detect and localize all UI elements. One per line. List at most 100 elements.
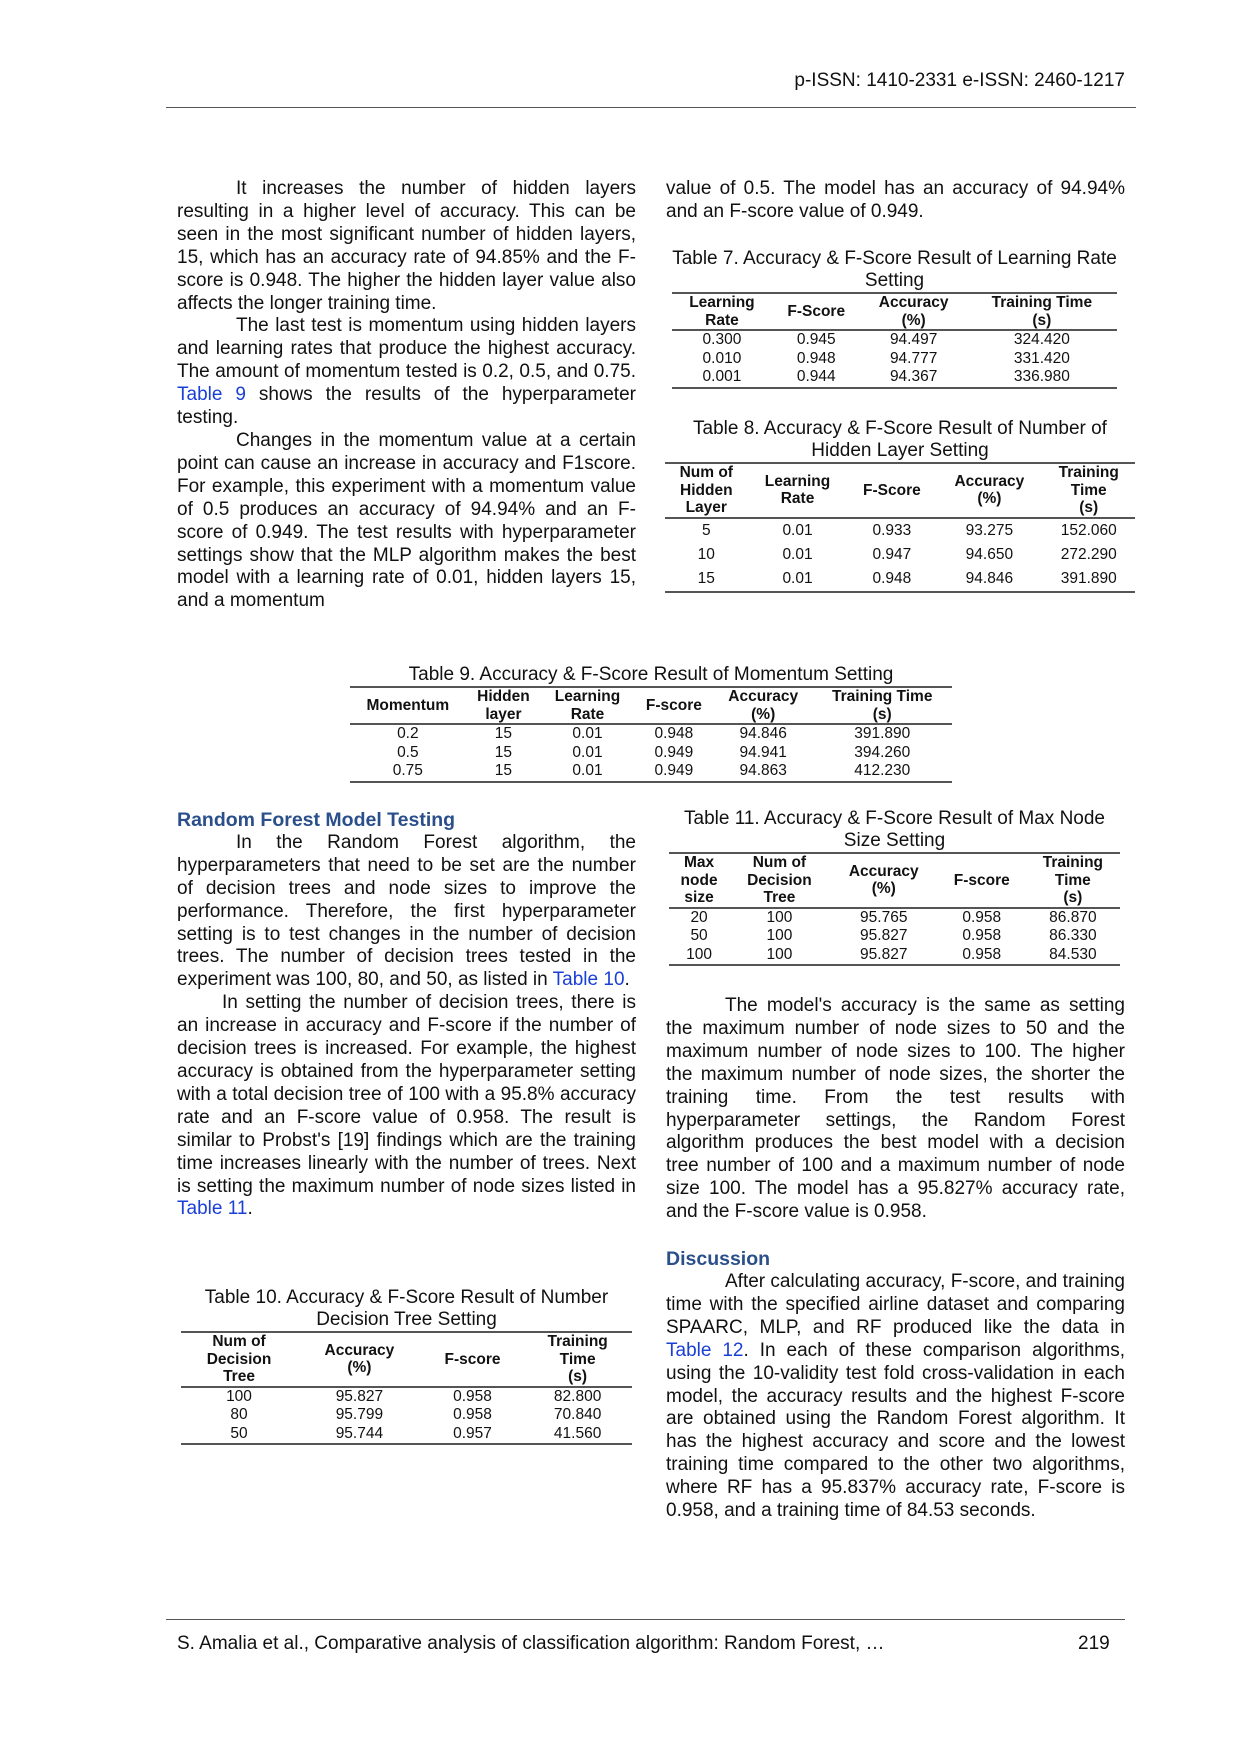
table-cell: 0.01 — [572, 762, 603, 779]
text: . — [247, 1198, 253, 1220]
table-header-row: Max node size Num of Decision Tree Accurac… — [669, 853, 1120, 908]
table-cell: 0.01 — [782, 521, 813, 539]
table-cell: 0.958 — [453, 1406, 492, 1423]
table-cell: 331.420 — [1013, 349, 1070, 367]
section-heading-discussion: Discussion — [666, 1248, 771, 1271]
table-9: Table 9. Accuracy & F-Score Result of Mo… — [350, 664, 952, 783]
table-header-row: Num of Decision Tree Accuracy (%) F-score T… — [181, 1332, 632, 1387]
table-cell: 86.330 — [1049, 927, 1097, 944]
paragraph: Changes in the momentum value at a certa… — [177, 429, 636, 612]
table-9-link[interactable]: Table 9 — [177, 384, 246, 406]
text: After calculating accuracy, F-score, and… — [666, 1270, 1125, 1338]
text: . In each of these comparison algorithms… — [666, 1339, 1125, 1522]
table-cell: 94.941 — [739, 743, 787, 761]
table-7: Table 7. Accuracy & F-Score Result of Le… — [672, 248, 1117, 389]
table-cell: 82.800 — [553, 1387, 602, 1405]
column-header: Accuracy (%) — [878, 294, 949, 329]
table-12-link[interactable]: Table 12 — [666, 1339, 744, 1361]
table-cell: 10 — [697, 545, 715, 563]
table-cell: 93.275 — [965, 521, 1014, 539]
table-cell: 86.870 — [1049, 908, 1097, 926]
column-header: Num of Hidden Layer — [679, 464, 733, 516]
column-header: Accuracy (%) — [848, 862, 919, 898]
journal-issn: p-ISSN: 1410-2331 e-ISSN: 2460-1217 — [794, 70, 1125, 91]
table-cell: 94.777 — [889, 349, 938, 367]
column-header: F-score — [444, 1350, 501, 1368]
table-cell: 15 — [494, 725, 513, 742]
table-caption: Table 10. Accuracy & F-Score Result of N… — [204, 1287, 609, 1330]
table-8: Table 8. Accuracy & F-Score Result of Nu… — [665, 418, 1135, 593]
section-heading-random-forest: Random Forest Model Testing — [177, 809, 456, 831]
column-header: Training Time (s) — [1042, 854, 1104, 906]
table-cell: 15 — [494, 743, 513, 761]
results-table: Max node size Num of Decision Tree Accurac… — [669, 852, 1120, 966]
column-header: Accuracy (%) — [324, 1341, 395, 1377]
header-rule — [166, 107, 1136, 108]
table-cell: 100 — [226, 1387, 252, 1405]
table-cell: 20 — [690, 908, 708, 926]
right-column-top: value of 0.5. The model has an accuracy … — [666, 178, 1125, 224]
column-header: Training Time (s) — [547, 1333, 608, 1385]
paragraph: The model's accuracy is the same as sett… — [666, 995, 1125, 1223]
table-cell: 50 — [230, 1424, 248, 1442]
text: The last test is momentum using hidden l… — [177, 315, 636, 383]
text: . — [624, 969, 630, 991]
table-cell: 0.01 — [782, 569, 813, 587]
column-header: Momentum — [366, 696, 450, 714]
column-header: Num of Decision Tree — [747, 854, 812, 906]
table-cell: 0.949 — [654, 743, 694, 761]
table-10-link[interactable]: Table 10 — [552, 969, 625, 991]
table-cell: 94.846 — [739, 725, 787, 742]
table-cell: 0.01 — [572, 725, 603, 742]
table-cell: 15 — [697, 569, 715, 587]
column-header: Learning Rate — [764, 472, 831, 508]
table-cell: 95.827 — [860, 945, 908, 963]
column-header: F-Score — [863, 481, 921, 499]
table-10: Table 10. Accuracy & F-Score Result of N… — [181, 1287, 632, 1445]
paragraph: It increases the number of hidden layers… — [177, 178, 636, 314]
table-row: 50 95.744 0.957 41.560 — [181, 1424, 632, 1444]
paragraph: In the Random Forest algorithm, the hype… — [177, 832, 636, 992]
column-header: Training Time (s) — [831, 688, 933, 723]
table-cell: 95.744 — [335, 1424, 384, 1442]
table-cell: 94.497 — [889, 331, 938, 348]
page-number: 219 — [1078, 1633, 1110, 1654]
table-cell: 0.75 — [392, 762, 423, 779]
table-cell: 15 — [494, 762, 513, 779]
table-cell: 94.367 — [889, 368, 938, 385]
column-header: Learning Rate — [554, 688, 621, 723]
table-cell: 80 — [230, 1406, 248, 1423]
table-cell: 0.957 — [453, 1424, 492, 1442]
text: shows the results of the hyperparameter … — [177, 384, 636, 429]
table-cell: 0.947 — [872, 545, 912, 563]
column-header: Learning Rate — [689, 294, 755, 329]
table-cell: 0.948 — [796, 349, 836, 367]
column-header: Num of Decision Tree — [206, 1333, 272, 1385]
table-cell: 152.060 — [1060, 521, 1117, 539]
table-11-link[interactable]: Table 11 — [177, 1198, 248, 1220]
table-11: Table 11. Accuracy & F-Score Result of M… — [669, 808, 1120, 966]
table-cell: 5 — [701, 521, 711, 539]
table-caption: Table 7. Accuracy & F-Score Result of Le… — [672, 248, 1117, 291]
table-cell: 94.846 — [965, 569, 1014, 587]
table-cell: 41.560 — [553, 1424, 602, 1442]
text: In setting the number of decision trees,… — [177, 992, 636, 1197]
table-cell: 391.890 — [854, 725, 911, 742]
column-header: Max node size — [680, 854, 718, 906]
footer-rule — [166, 1619, 1125, 1620]
table-cell: 0.933 — [872, 521, 912, 539]
table-cell: 100 — [766, 908, 793, 926]
paragraph: In setting the number of decision trees,… — [177, 992, 636, 1221]
table-cell: 336.980 — [1013, 368, 1070, 385]
column-header: Training Time (s) — [1058, 464, 1119, 516]
column-header: F-Score — [787, 302, 846, 320]
